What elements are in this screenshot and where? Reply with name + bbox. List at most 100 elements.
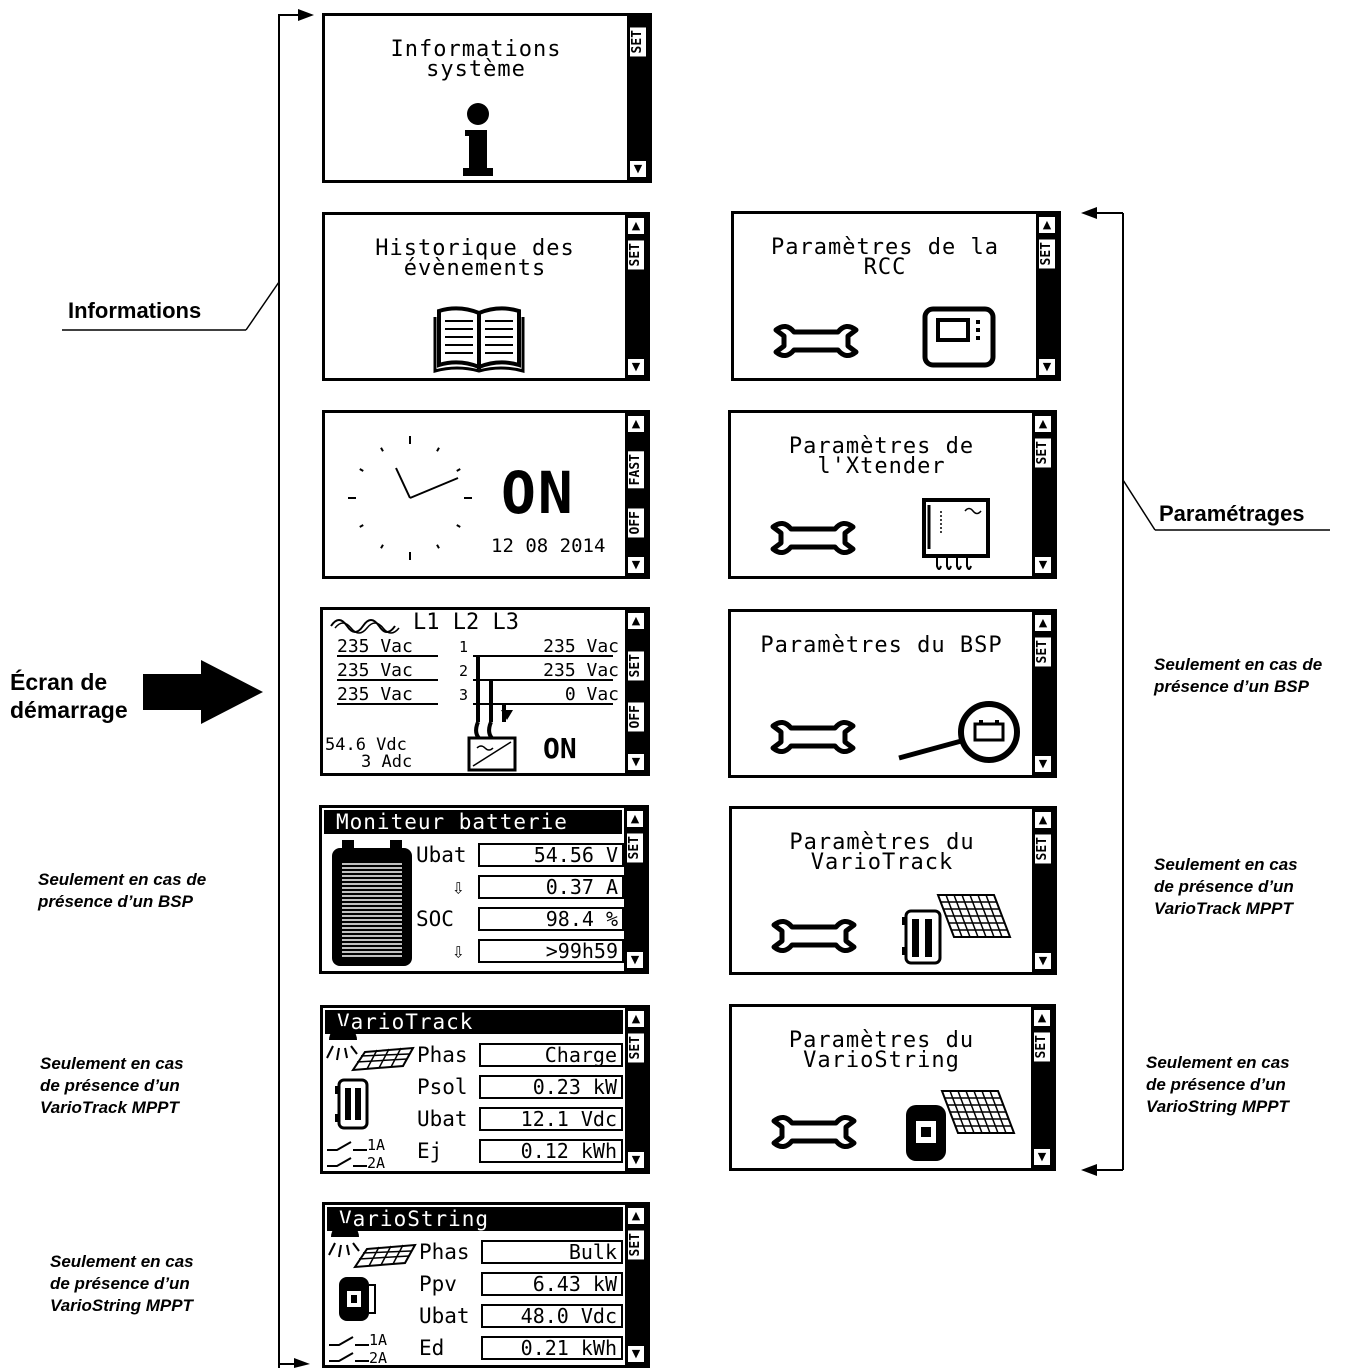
battery-current: 3 Adc (361, 752, 413, 772)
fast-button[interactable]: FAST (628, 451, 644, 489)
scroll-down-icon[interactable]: ▼ (628, 1152, 644, 1168)
scrollbar[interactable]: ▲ FAST OFF ▼ (625, 413, 647, 576)
screen-variotrack[interactable]: VarioTrack 1A 2A Phas Psol Ubat Ej Charg… (320, 1005, 650, 1174)
scroll-down-icon[interactable]: ▼ (1035, 557, 1051, 573)
scrollbar[interactable]: ▲ SET OFF ▼ (625, 610, 647, 773)
set-button[interactable]: SET (1035, 438, 1051, 468)
scroll-down-icon[interactable]: ▼ (628, 753, 644, 770)
scroll-down-icon[interactable]: ▼ (628, 359, 644, 375)
phase-num-2: 2 (459, 662, 469, 680)
scroll-down-icon[interactable]: ▼ (1035, 953, 1051, 969)
label-current-arrow: ⇩ (452, 875, 465, 899)
scrollbar[interactable]: ▲ SET ▼ (1032, 413, 1054, 576)
start-screen-line-1: Écran de (10, 669, 108, 695)
ac-lines-diagram (337, 655, 613, 772)
set-button[interactable]: SET (1039, 239, 1055, 269)
scrollbar[interactable]: ▲ SET ▼ (1032, 612, 1054, 775)
scroll-down-icon[interactable]: ▼ (1039, 359, 1055, 375)
phase-num-1: 1 (459, 638, 469, 656)
wrench-icon (770, 720, 856, 754)
off-button[interactable]: OFF (628, 702, 644, 732)
title-line-1: Informations (390, 37, 562, 62)
scroll-up-icon[interactable]: ▲ (628, 416, 644, 432)
value-phase: Charge (479, 1043, 623, 1067)
scroll-up-icon[interactable]: ▲ (628, 613, 644, 629)
scroll-up-icon[interactable]: ▲ (1035, 615, 1051, 631)
title-line-1: Paramètres de la (771, 235, 999, 260)
screen-title: Paramètres du VarioString (732, 1030, 1031, 1072)
scroll-down-icon[interactable]: ▼ (1034, 1149, 1050, 1165)
scroll-up-icon[interactable]: ▲ (627, 811, 643, 827)
scrollbar[interactable]: ▲ SET ▼ (624, 808, 646, 971)
scroll-up-icon[interactable]: ▲ (628, 218, 644, 234)
sine-wave-icon (330, 619, 400, 634)
screen-info-system[interactable]: Informations système SET ▼ (322, 13, 652, 183)
title-line-2: évènements (403, 256, 547, 281)
variostring-device-icon (906, 1090, 1016, 1161)
scroll-up-icon[interactable]: ▲ (1039, 217, 1055, 233)
set-button[interactable]: SET (1034, 1032, 1050, 1062)
value-psol: 0.23 kW (479, 1075, 623, 1099)
screen-event-history[interactable]: Historique des évènements ▲ SET ▼ (322, 212, 650, 381)
screen-clock[interactable]: ON 12 08 2014 ▲ FAST OFF ▼ (322, 410, 650, 579)
screen-bsp-params[interactable]: Paramètres du BSP ▲ SET ▼ (728, 609, 1057, 778)
scrollbar[interactable]: ▲ SET ▼ (1032, 809, 1054, 972)
scrollbar[interactable]: ▲ SET ▼ (625, 215, 647, 378)
scroll-down-icon[interactable]: ▼ (1035, 756, 1051, 772)
screen-variotrack-params[interactable]: Paramètres du VarioTrack ▲ SET ▼ (729, 806, 1057, 975)
title-line-2: système (426, 57, 526, 82)
parametrages-label: Paramétrages (1159, 501, 1305, 526)
set-button[interactable]: SET (628, 1033, 644, 1063)
off-button[interactable]: OFF (628, 508, 644, 538)
relay-2-label: 2A (369, 1349, 388, 1365)
scroll-up-icon[interactable]: ▲ (628, 1208, 644, 1224)
battery-probe-icon (898, 701, 1020, 763)
label-ubat: Ubat (417, 1107, 468, 1131)
screen-rcc-params[interactable]: Paramètres de la RCC ▲ SET ▼ (731, 211, 1061, 381)
scroll-up-icon[interactable]: ▲ (1035, 812, 1051, 828)
screen-header: VarioString (327, 1207, 623, 1231)
wrench-icon (771, 1115, 857, 1149)
info-icon (463, 103, 493, 176)
screen-ac-flow[interactable]: L1 L2 L3 235 Vac 235 Vac 235 Vac 1 2 3 2… (320, 607, 650, 776)
screen-xtender-params[interactable]: Paramètres de l'Xtender ▲ SET ▼ (728, 410, 1057, 579)
value-ej: 0.12 kWh (479, 1139, 623, 1163)
scrollbar[interactable]: ▲ SET ▼ (1036, 214, 1058, 378)
scrollbar[interactable]: ▲ SET ▼ (625, 1008, 647, 1171)
screen-title: Paramètres du VarioTrack (732, 832, 1032, 874)
label-ej: Ej (417, 1139, 443, 1163)
value-soc: 98.4 % (478, 907, 624, 931)
scrollbar[interactable]: ▲ SET ▼ (1031, 1007, 1053, 1168)
clock-icon (348, 436, 472, 560)
screen-variostring-params[interactable]: Paramètres du VarioString ▲ SET ▼ (729, 1004, 1056, 1171)
scroll-up-icon[interactable]: ▲ (1034, 1010, 1050, 1026)
screen-battery-monitor[interactable]: Moniteur batterie Ubat ⇩ SOC ⇩ 54.56 V 0… (319, 805, 649, 974)
solar-charger-icon (326, 1026, 415, 1130)
set-button[interactable]: SET (628, 651, 644, 681)
screen-variostring[interactable]: VarioString 1A 2A Phas Ppv Ubat Ed Bulk … (322, 1202, 650, 1368)
scroll-down-icon[interactable]: ▼ (630, 161, 646, 177)
phase-header: L1 L2 L3 (413, 610, 519, 635)
scroll-down-icon[interactable]: ▼ (627, 952, 643, 968)
set-button[interactable]: SET (627, 833, 643, 863)
set-button[interactable]: SET (628, 1230, 644, 1260)
screen-title: Informations système (325, 37, 627, 82)
ac-in-3: 235 Vac (337, 684, 413, 705)
scrollbar[interactable]: ▲ SET ▼ (625, 1205, 647, 1365)
informations-label: Informations (68, 298, 202, 323)
set-button[interactable]: SET (1035, 637, 1051, 667)
scroll-down-icon[interactable]: ▼ (628, 556, 644, 573)
scroll-down-icon[interactable]: ▼ (628, 1346, 644, 1362)
scrollbar[interactable]: SET ▼ (627, 16, 649, 180)
date-text: 12 08 2014 (491, 535, 606, 557)
scroll-up-icon[interactable]: ▲ (628, 1011, 644, 1027)
label-ed: Ed (419, 1336, 445, 1360)
set-button[interactable]: SET (630, 27, 646, 57)
set-button[interactable]: SET (1035, 834, 1051, 864)
set-button[interactable]: SET (628, 240, 644, 270)
scroll-up-icon[interactable]: ▲ (1035, 416, 1051, 432)
variotrack-device-icon (902, 894, 1012, 965)
